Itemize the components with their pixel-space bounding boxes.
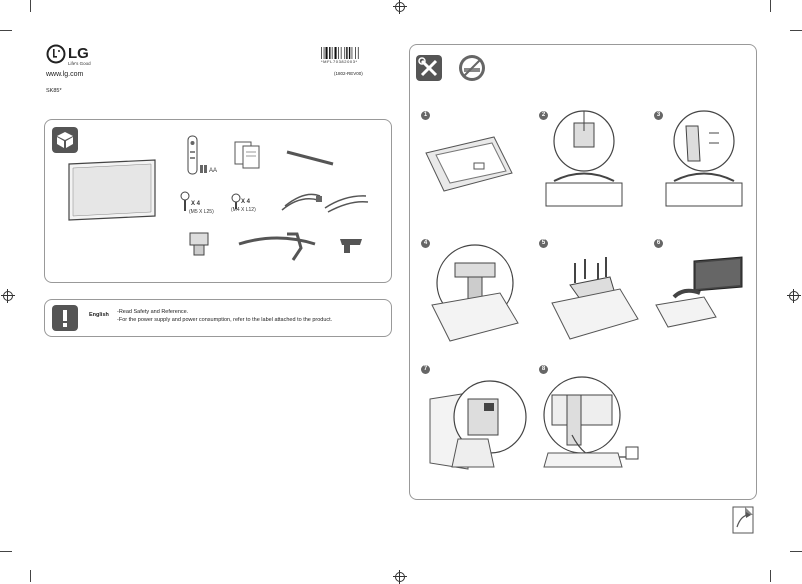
revision-number: (1802-REV00) [334, 71, 363, 76]
screw-size-1: (M5 X L25) [189, 209, 214, 215]
warning-icon [52, 305, 78, 331]
step-number: 4 [421, 239, 430, 248]
screw-icon [231, 193, 241, 209]
stand-body-icon [189, 232, 209, 256]
notice-language: English [89, 312, 109, 318]
cable-holder-icon [286, 150, 334, 166]
model-number: SK85* [46, 88, 62, 94]
step-8-illustration [543, 376, 639, 468]
screw-size-2: (M4 X L12) [231, 207, 256, 213]
step-number: 1 [421, 111, 430, 120]
barcode-bars [321, 47, 359, 59]
logo-text: LG [68, 45, 89, 62]
crop-mark [0, 30, 12, 31]
tools-icon [416, 55, 442, 81]
manual-icon [234, 141, 260, 169]
crop-mark [0, 551, 12, 552]
battery-label: AA [209, 168, 218, 174]
registration-mark-left [1, 289, 15, 303]
cables-icon [281, 193, 369, 213]
barcode-text: *MFL70382003* [321, 59, 358, 64]
step-number: 5 [539, 239, 548, 248]
notice-line-2: -For the power supply and power consumpt… [117, 317, 333, 323]
notice-line-1: -Read Safety and Reference. [117, 309, 189, 315]
package-contents-panel: AA X 4 (M5 X L25) X 4 (M4 X L12) [44, 119, 392, 283]
step-5-illustration [551, 257, 639, 340]
step-1-illustration [425, 136, 513, 192]
crop-mark [790, 551, 802, 552]
remote-control-icon [187, 135, 198, 175]
registration-mark-right [787, 289, 801, 303]
crop-mark [30, 570, 31, 582]
box-contents-icon [52, 127, 78, 153]
lg-face-icon [46, 44, 66, 64]
step-6-illustration [655, 256, 743, 328]
crop-mark [30, 0, 31, 12]
no-table-surface-icon [459, 55, 485, 81]
step-7-illustration [429, 380, 527, 470]
step-number: 7 [421, 365, 430, 374]
step-number: 3 [654, 111, 663, 120]
assembly-steps-panel: 1 2 3 4 5 6 [409, 44, 757, 500]
step-number: 8 [539, 365, 548, 374]
lg-logo: LG Life's Good [46, 44, 106, 68]
step-number: 6 [654, 239, 663, 248]
registration-mark-bottom [393, 570, 407, 584]
cable-cover-icon [340, 239, 362, 253]
website: www.lg.com [46, 71, 84, 78]
crop-mark [790, 30, 802, 31]
tv-illustration [68, 159, 156, 221]
screw-icon [180, 191, 190, 211]
stand-base-icon [238, 232, 316, 261]
screw-count-2: X 4 [241, 199, 251, 205]
step-4-illustration [431, 244, 519, 342]
crop-mark [770, 0, 771, 12]
step-2-illustration [545, 110, 623, 207]
battery-icon [200, 165, 207, 173]
step-number: 2 [539, 111, 548, 120]
step-3-illustration [665, 110, 743, 207]
crop-mark [770, 570, 771, 582]
screw-count-1: X 4 [191, 201, 201, 207]
registration-mark-top [393, 0, 407, 14]
safety-notice-panel: English -Read Safety and Reference. -For… [44, 299, 392, 337]
page-turn-icon [732, 506, 754, 534]
barcode: *MFL70382003* [321, 47, 371, 65]
logo-tagline: Life's Good [68, 61, 91, 66]
